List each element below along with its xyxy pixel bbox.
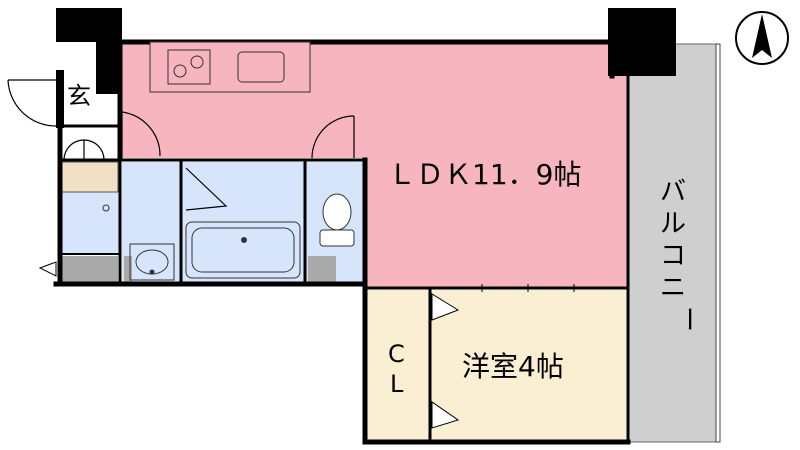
- ldk-room: [120, 42, 628, 288]
- bedroom-room: [430, 290, 626, 440]
- north-arrow-icon: [735, 11, 789, 65]
- balcony-label-char-4: ニ: [660, 273, 686, 303]
- drain-icon: [102, 204, 110, 212]
- balcony-label-char-2: ル: [660, 209, 686, 239]
- sliding-door-marks: [481, 284, 575, 292]
- pillar-top-left-2: [96, 8, 122, 94]
- pillar-entry: [56, 70, 64, 128]
- balcony-label-char-3: コ: [660, 241, 686, 271]
- balcony-label-char-1: バ: [660, 177, 686, 207]
- balcony-label: バ ル コ ニ ー: [660, 177, 703, 332]
- entrance-label: 玄: [67, 82, 91, 110]
- closet-label-l: L: [390, 370, 404, 398]
- balcony-area: [627, 43, 719, 443]
- bedroom-label: 洋室4帖: [462, 350, 564, 383]
- balcony-rail: [715, 43, 721, 443]
- storage-gray-1: [62, 256, 118, 282]
- closet-label-c: C: [388, 340, 405, 368]
- ldk-label: ＬＤＫ11．9帖: [388, 158, 581, 191]
- shoe-storage: [61, 161, 119, 193]
- side-door: [38, 261, 57, 277]
- walls: [53, 39, 631, 445]
- pillar-top-right: [608, 8, 676, 76]
- kitchen-counter: [149, 41, 311, 93]
- storage-gray-2: [308, 256, 336, 282]
- two-burner-stove-icon: [167, 49, 211, 85]
- entrance-door: [7, 79, 57, 127]
- washbasin-icon: [129, 243, 175, 281]
- toilet-icon: [319, 193, 355, 247]
- bathtub-icon: [185, 221, 301, 279]
- closet-area: [367, 290, 429, 440]
- balcony-label-char-5: ー: [673, 306, 703, 332]
- door-swings: [63, 111, 355, 211]
- kitchen-sink-icon: [237, 51, 285, 83]
- closet-doors: [431, 293, 460, 429]
- storage-gray-3: [124, 256, 132, 282]
